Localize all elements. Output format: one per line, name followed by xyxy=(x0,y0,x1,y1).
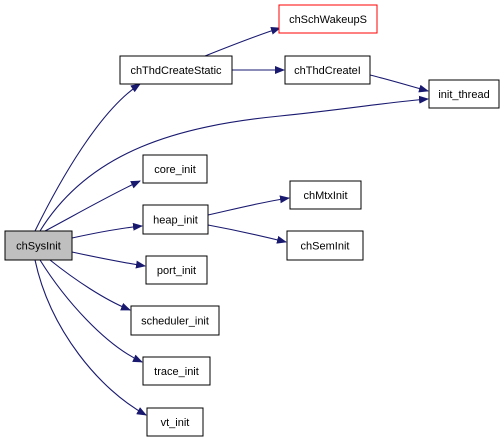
node-label-chseminit: chSemInit xyxy=(301,241,350,253)
node-label-init-thread: init_thread xyxy=(438,89,489,101)
edge-heap-init-chmtxinit xyxy=(207,195,290,216)
node-chschwakeups[interactable]: chSchWakeupS xyxy=(278,4,378,34)
edge-chsysinit-init-thread xyxy=(39,95,429,232)
edge-chsysinit-chthdcreatestatic xyxy=(34,83,141,232)
node-chthdcreatei[interactable]: chThdCreateI xyxy=(284,55,371,85)
edge-chsysinit-core-init xyxy=(44,180,141,232)
edge-chsysinit-port-init xyxy=(71,251,146,269)
node-chmtxinit[interactable]: chMtxInit xyxy=(289,180,362,210)
edge-chthdcreatei-init-thread xyxy=(369,74,429,93)
edge-chsysinit-scheduler-init xyxy=(49,259,131,311)
node-port-init[interactable]: port_init xyxy=(145,255,208,285)
node-label-vt-init: vt_init xyxy=(161,417,190,429)
node-label-chmtxinit: chMtxInit xyxy=(303,190,347,202)
edge-chsysinit-vt-init xyxy=(34,259,147,416)
edges xyxy=(34,26,429,416)
node-label-scheduler-init: scheduler_init xyxy=(141,316,209,328)
node-vt-init[interactable]: vt_init xyxy=(146,407,204,437)
node-heap-init[interactable]: heap_init xyxy=(142,204,209,235)
node-label-core-init: core_init xyxy=(154,164,196,176)
node-label-chthdcreatei: chThdCreateI xyxy=(294,65,361,77)
edge-heap-init-chseminit xyxy=(207,224,287,244)
node-init-thread[interactable]: init_thread xyxy=(428,79,500,109)
node-label-port-init: port_init xyxy=(157,265,196,277)
node-label-chschwakeups: chSchWakeupS xyxy=(289,14,367,26)
node-trace-init[interactable]: trace_init xyxy=(142,356,211,386)
node-chthdcreatestatic[interactable]: chThdCreateStatic xyxy=(119,55,233,85)
node-chsysinit[interactable]: chSysInit xyxy=(4,230,73,261)
node-label-heap-init: heap_init xyxy=(153,215,198,227)
node-core-init[interactable]: core_init xyxy=(142,154,208,184)
edge-chthdcreatestatic-chschwakeups xyxy=(204,26,281,57)
node-label-trace-init: trace_init xyxy=(154,366,199,378)
edge-chsysinit-heap-init xyxy=(71,222,143,239)
node-scheduler-init[interactable]: scheduler_init xyxy=(130,305,220,336)
node-label-chsysinit: chSysInit xyxy=(16,241,61,253)
edge-chsysinit-trace-init xyxy=(39,259,143,363)
node-label-chthdcreatestatic: chThdCreateStatic xyxy=(130,65,222,77)
node-chseminit[interactable]: chSemInit xyxy=(286,230,364,261)
